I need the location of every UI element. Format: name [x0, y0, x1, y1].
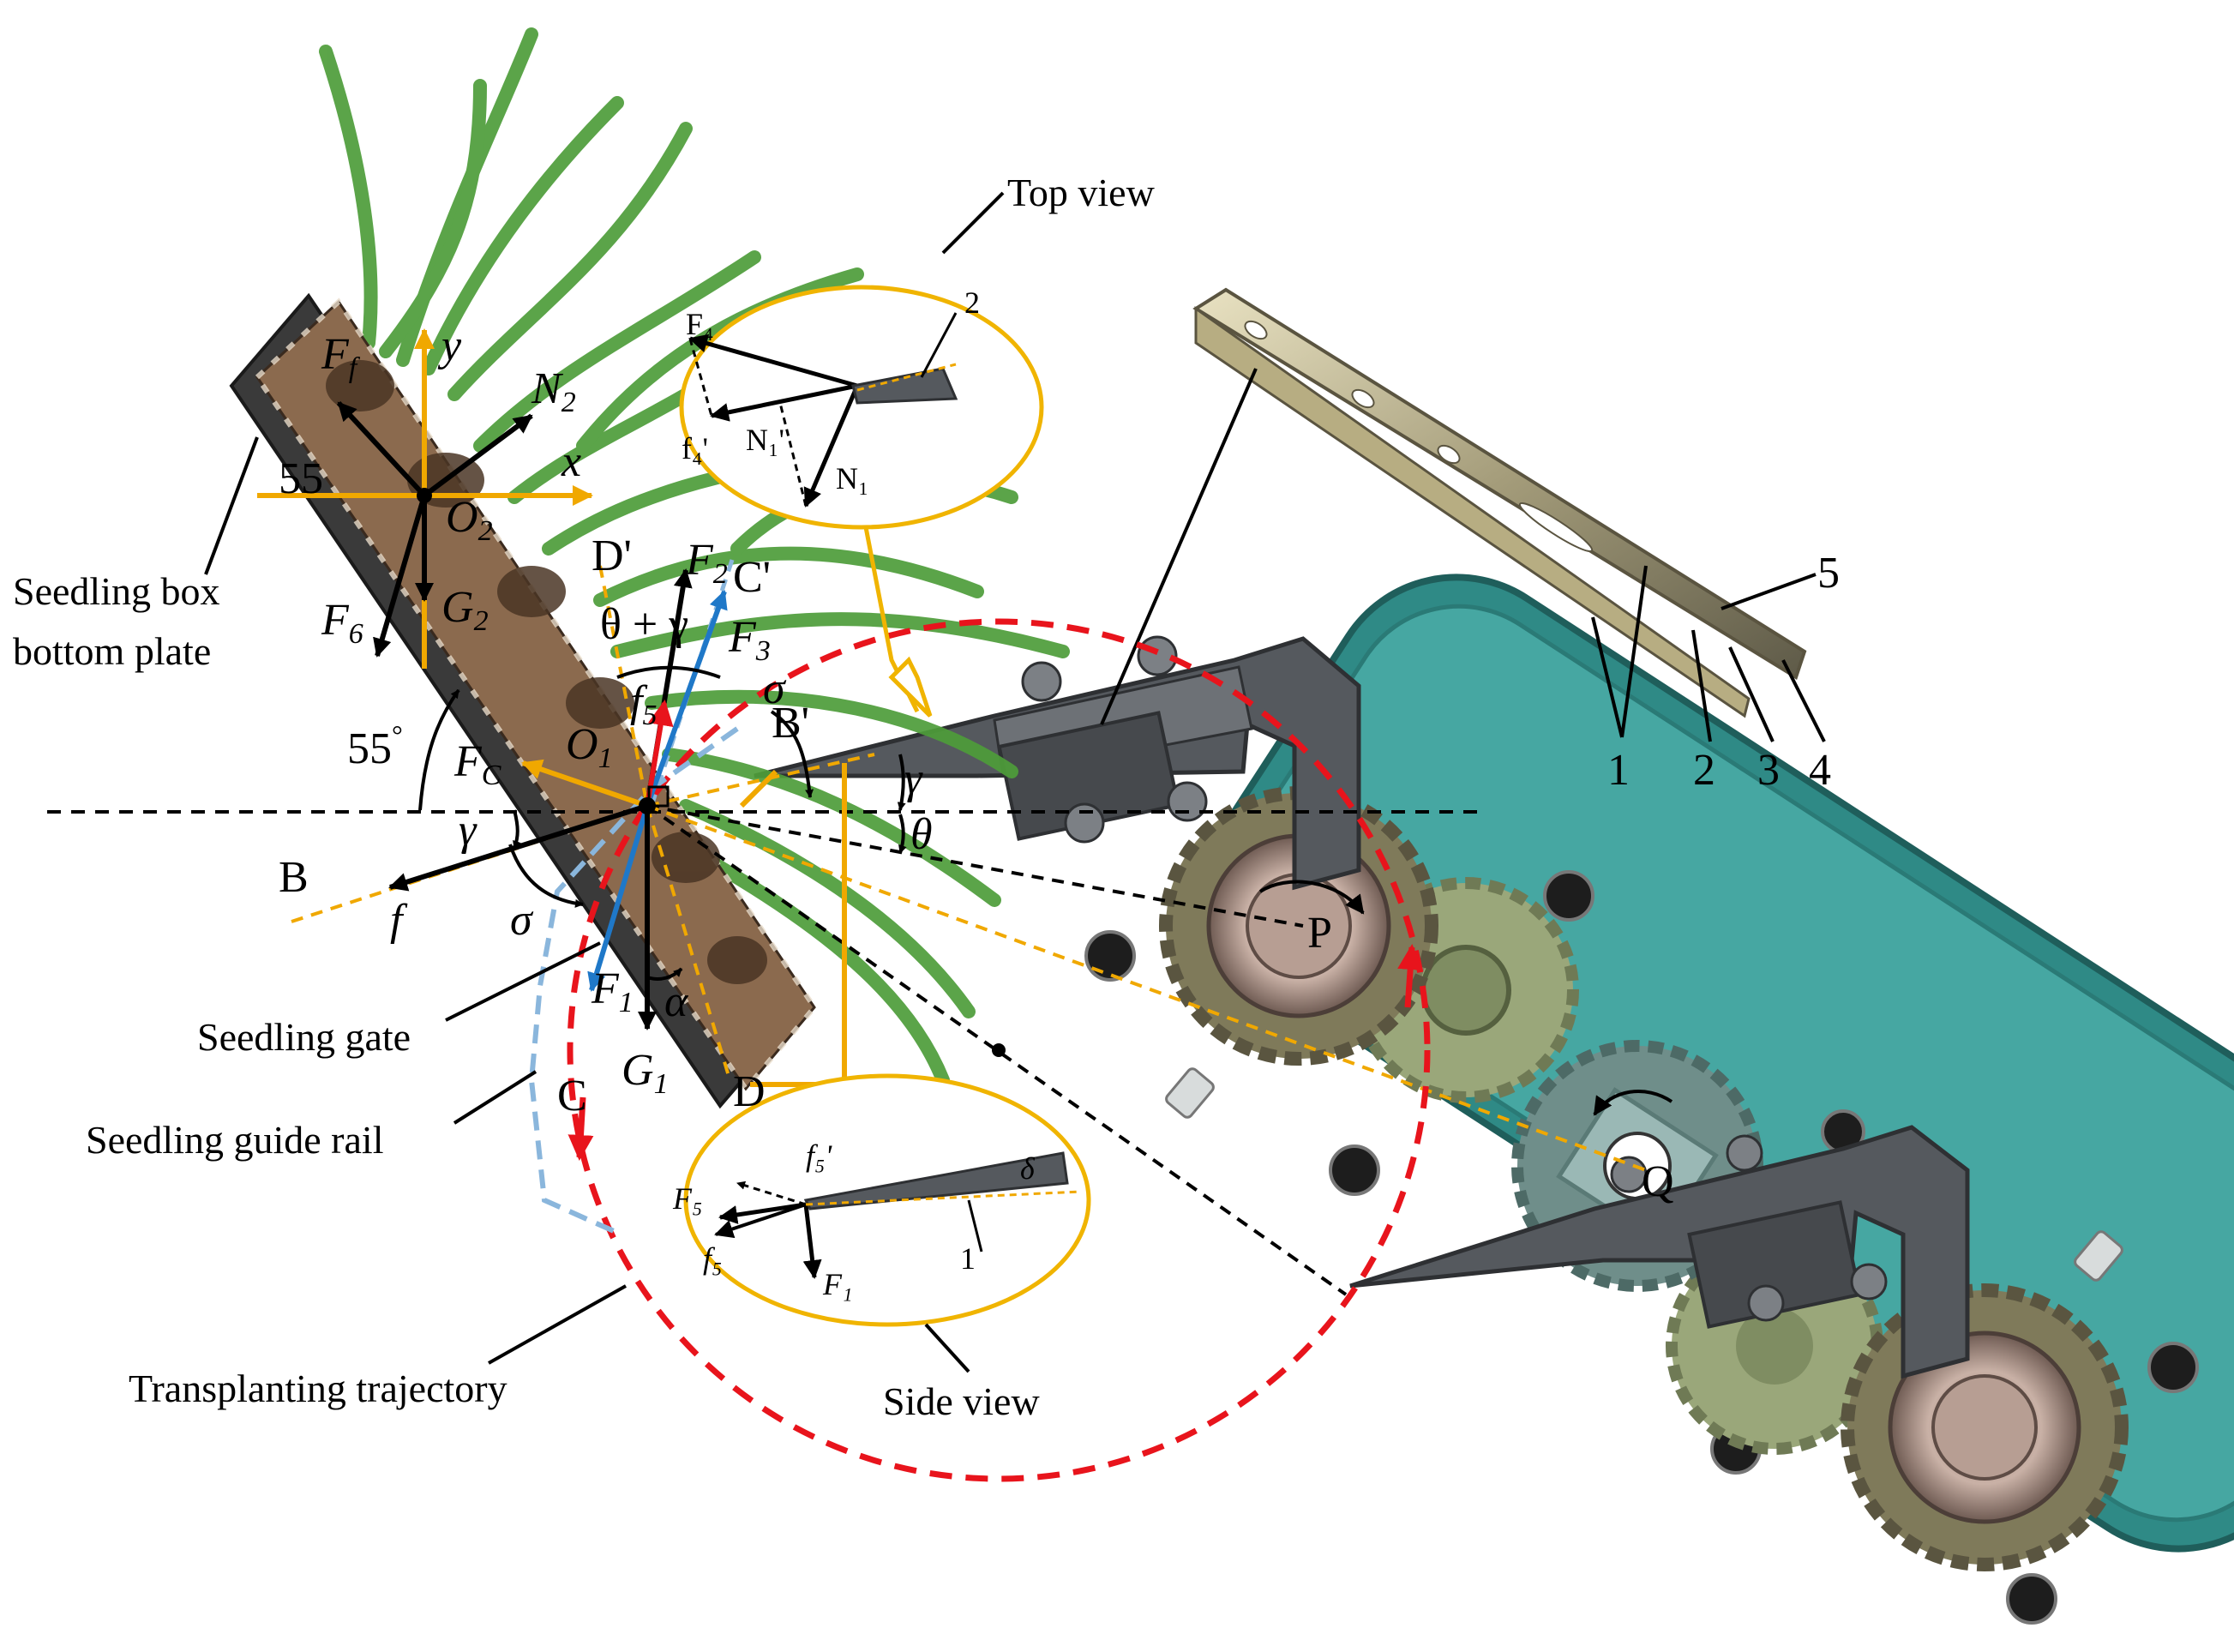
- seedling-box-plate: [229, 292, 818, 1109]
- top-f4-label: F₄: [686, 307, 714, 341]
- caption-guide-rail: Seedling guide rail: [86, 1118, 383, 1162]
- angle-label-alpha: α: [664, 977, 689, 1026]
- needle-part-label-4: 4: [1809, 746, 1831, 795]
- top-n1p-label: N₁': [746, 423, 784, 457]
- force-label-ff: Ff: [321, 330, 361, 384]
- top-view-caption: Top view: [1007, 171, 1156, 214]
- needle-component: 1 2 3 4 5: [1100, 287, 1840, 795]
- point-o2: O2: [446, 493, 493, 547]
- point-p: P: [1307, 909, 1332, 958]
- rotation-arrow-p: [1258, 880, 1365, 915]
- top-part-2-label: 2: [964, 285, 980, 320]
- side-delta-label: δ: [1020, 1151, 1036, 1186]
- point-q: Q: [1642, 1157, 1674, 1206]
- force-label-f1: F1: [591, 964, 634, 1018]
- force-vectors: [336, 400, 728, 1030]
- angle-label-theta-gamma: θ + γ: [600, 600, 688, 649]
- grease-nipples: [1165, 1067, 2123, 1282]
- top-n1-label: N₁: [836, 461, 869, 496]
- top-f4p-label: f₄': [682, 431, 708, 466]
- lower-planting-arm: [1349, 1125, 1970, 1379]
- angle-label-sigma-bottom: σ: [510, 896, 534, 945]
- needle-part-leaders: [1591, 565, 1826, 742]
- line-to-q: [646, 804, 1647, 1172]
- top-view-inset: F₄ f₄' N₁' N₁ 2 Top view: [679, 171, 1156, 718]
- force-label-f: f: [390, 896, 408, 945]
- line-d: [646, 805, 730, 1077]
- point-b: B: [279, 853, 309, 902]
- lower-gear: [1841, 1283, 2129, 1571]
- caption-box-plate-line2: bottom plate: [13, 629, 211, 673]
- axis-label-y: y: [437, 321, 462, 370]
- needle-part-label-1: 1: [1607, 746, 1630, 795]
- point-b-prime: B': [772, 699, 809, 748]
- needle-leader: [1100, 368, 1258, 725]
- point-o1: O1: [566, 720, 613, 774]
- axis-label-x: x: [561, 437, 581, 486]
- trajectory-arrow-up: [1397, 944, 1424, 1008]
- angle-label-55: 55°: [347, 719, 403, 773]
- angle-label-gamma-right: γ: [904, 754, 923, 803]
- force-label-g2: G2: [441, 583, 489, 637]
- line-to-needle-tip: [646, 804, 1348, 1296]
- angle-arcs: [418, 665, 907, 981]
- force-label-fc: FC: [453, 737, 501, 791]
- side-view-inset: f₅' F₅ f₅ F₁ δ 1 Side view: [672, 1073, 1091, 1423]
- force-label-f2: F2: [685, 536, 728, 590]
- trajectory-arrow-down: [568, 1096, 594, 1161]
- force-label-f5p: f5: [630, 677, 657, 731]
- line-to-p: [646, 804, 1304, 928]
- point-c: C: [557, 1072, 587, 1120]
- angle-label-55-top: 55: [279, 454, 323, 503]
- force-label-f3: F3: [728, 613, 771, 667]
- needle-part-label-2: 2: [1693, 746, 1715, 795]
- rotation-arrow-q: [1593, 1090, 1673, 1116]
- needle-part-label-3: 3: [1757, 746, 1780, 795]
- caption-leaders: [204, 436, 627, 1365]
- side-F5-label: F₅: [672, 1181, 703, 1216]
- side-f5-label: f₅: [703, 1241, 723, 1276]
- caption-trajectory: Transplanting trajectory: [129, 1367, 507, 1410]
- transplanting-trajectory-circle: [567, 618, 1431, 1482]
- side-view-caption: Side view: [883, 1379, 1040, 1423]
- angle-label-gamma-left: γ: [459, 806, 477, 855]
- caption-seedling-gate: Seedling gate: [197, 1015, 411, 1059]
- caption-box-plate-line1: Seedling box: [13, 569, 219, 613]
- force-label-n2: N2: [531, 364, 576, 418]
- angle-label-sigma-top: σ: [763, 664, 787, 713]
- point-c-prime: C': [733, 553, 771, 602]
- line-b-prime: [646, 753, 875, 808]
- side-f5p-label: f₅': [806, 1138, 833, 1173]
- angle-label-theta: θ: [910, 810, 933, 859]
- side-F1-label: F₁: [822, 1267, 853, 1301]
- upper-planting-arm: [754, 635, 1361, 891]
- point-d-prime: D': [592, 532, 632, 580]
- needle-part-label-5: 5: [1817, 549, 1840, 598]
- force-label-g1: G1: [622, 1046, 669, 1100]
- point-d: D: [733, 1067, 766, 1116]
- side-part-1-label: 1: [960, 1241, 976, 1276]
- force-label-f6: F6: [321, 596, 363, 650]
